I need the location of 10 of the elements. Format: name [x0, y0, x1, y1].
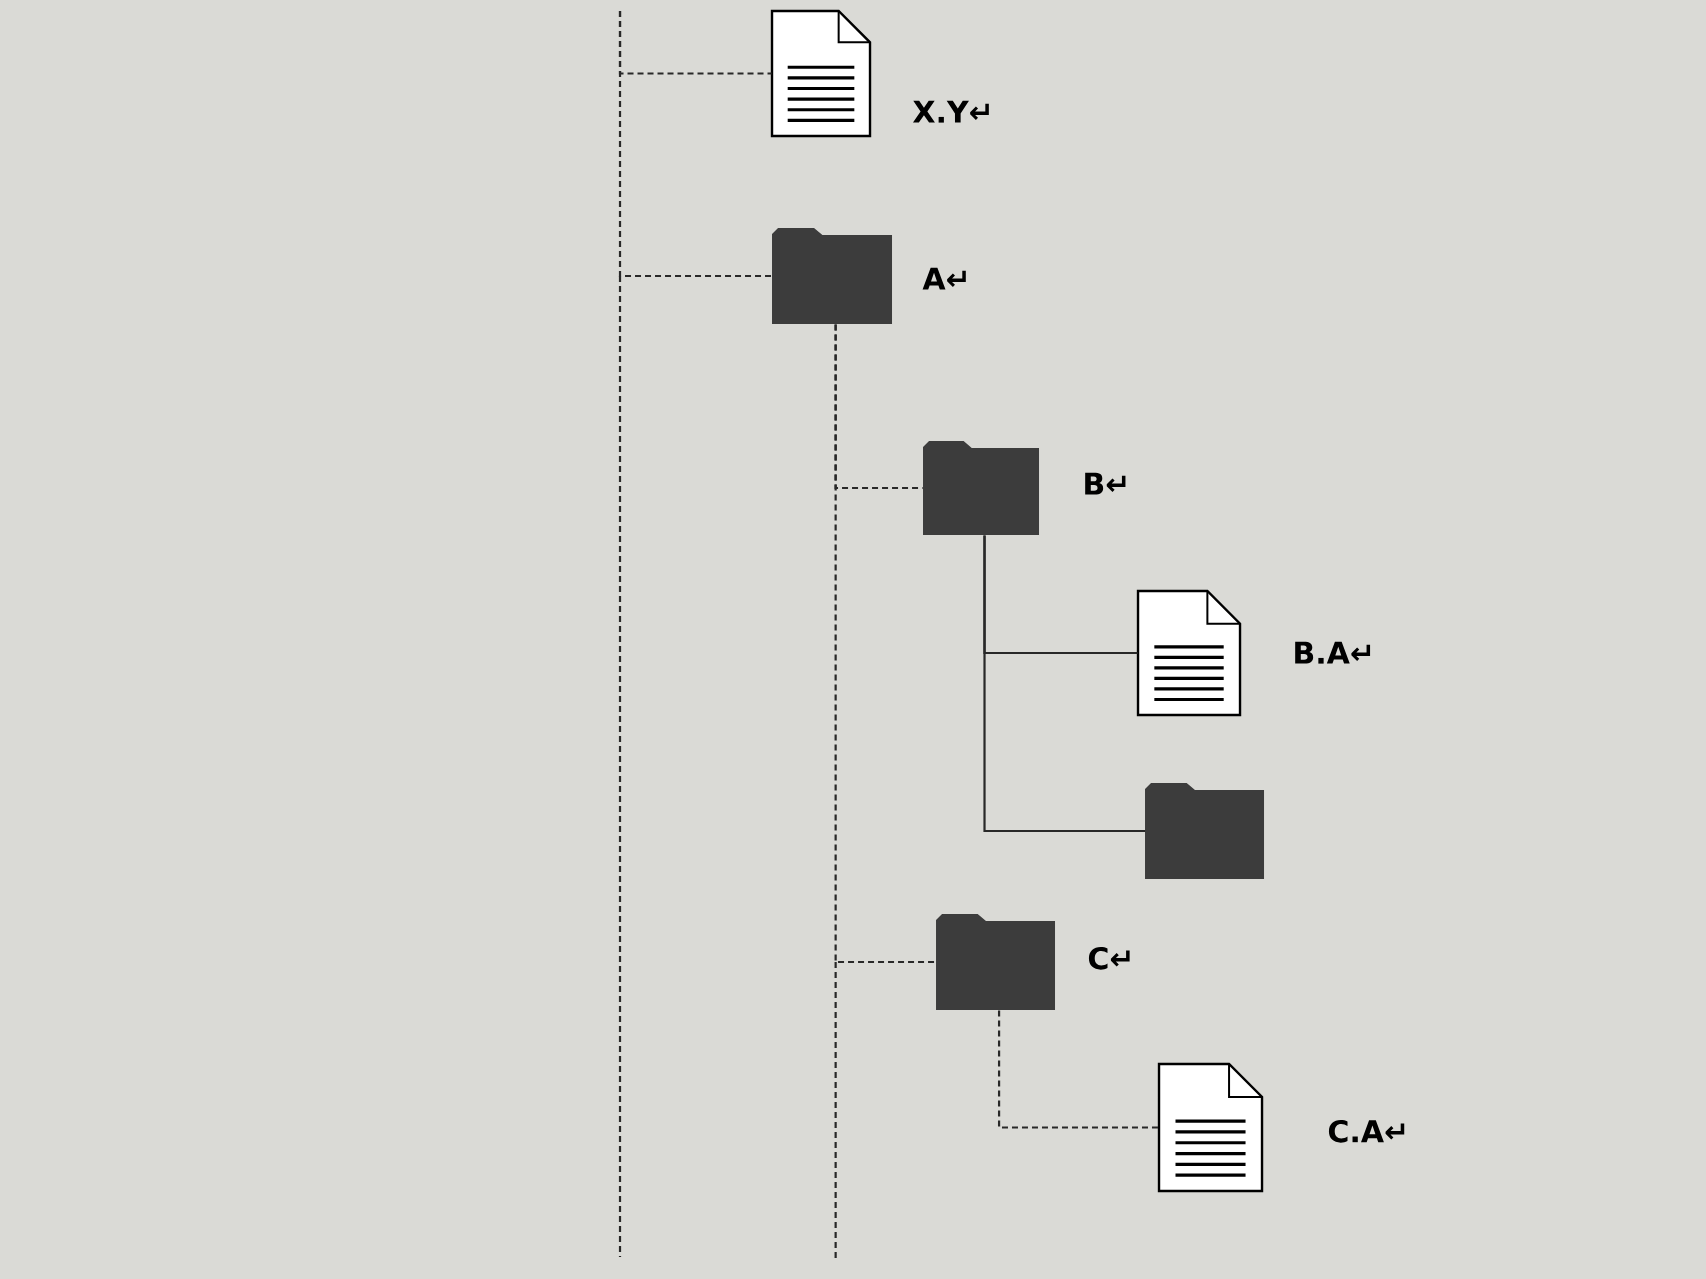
file-label: C↵ — [1088, 946, 1130, 970]
file-label: X.Y↵ — [913, 100, 989, 123]
file-label: B.A↵ — [1295, 641, 1371, 664]
connector-line — [998, 1010, 1160, 1129]
folder-icon — [1145, 783, 1264, 879]
file-label: B↵ — [1085, 472, 1126, 495]
connector-line — [618, 11, 772, 1257]
file-label: A↵ — [922, 267, 966, 290]
connector-line — [983, 535, 1146, 833]
file-label: C.A↵ — [1328, 1119, 1405, 1143]
